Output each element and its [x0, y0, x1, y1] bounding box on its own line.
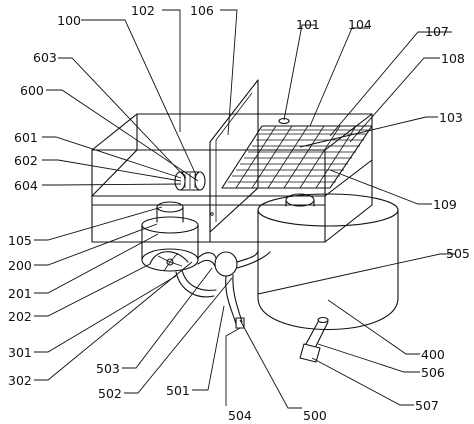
reference-labels: 100 102 106 101 104 107 108 103 109 603 … [8, 3, 470, 423]
label-101: 101 [296, 17, 320, 32]
label-500: 500 [303, 408, 327, 423]
label-504: 504 [228, 408, 252, 423]
label-505: 505 [446, 246, 470, 261]
leader-lines [34, 9, 456, 409]
label-200: 200 [8, 258, 32, 273]
label-603: 603 [33, 50, 57, 65]
label-506: 506 [421, 365, 445, 380]
label-503: 503 [96, 361, 120, 376]
label-103: 103 [439, 110, 463, 125]
label-601: 601 [14, 130, 38, 145]
label-102: 102 [131, 3, 155, 18]
label-108: 108 [441, 51, 465, 66]
label-604: 604 [14, 178, 38, 193]
label-400: 400 [421, 347, 445, 362]
label-106: 106 [190, 3, 214, 18]
filter-grid [221, 117, 373, 189]
pipe-assembly [175, 249, 271, 329]
label-105: 105 [8, 233, 32, 248]
label-107: 107 [425, 24, 449, 39]
label-100: 100 [57, 13, 81, 28]
label-202: 202 [8, 309, 32, 324]
housing [91, 113, 373, 243]
label-109: 109 [433, 197, 457, 212]
label-502: 502 [98, 386, 122, 401]
vertical-plate [209, 79, 259, 233]
label-201: 201 [8, 286, 32, 301]
label-301: 301 [8, 345, 32, 360]
motor-unit [141, 201, 199, 272]
outlet-pipe [299, 316, 329, 363]
label-507: 507 [415, 398, 439, 413]
label-501: 501 [166, 383, 190, 398]
label-104: 104 [348, 17, 372, 32]
label-600: 600 [20, 83, 44, 98]
label-302: 302 [8, 373, 32, 388]
water-tank [257, 193, 399, 330]
label-602: 602 [14, 153, 38, 168]
